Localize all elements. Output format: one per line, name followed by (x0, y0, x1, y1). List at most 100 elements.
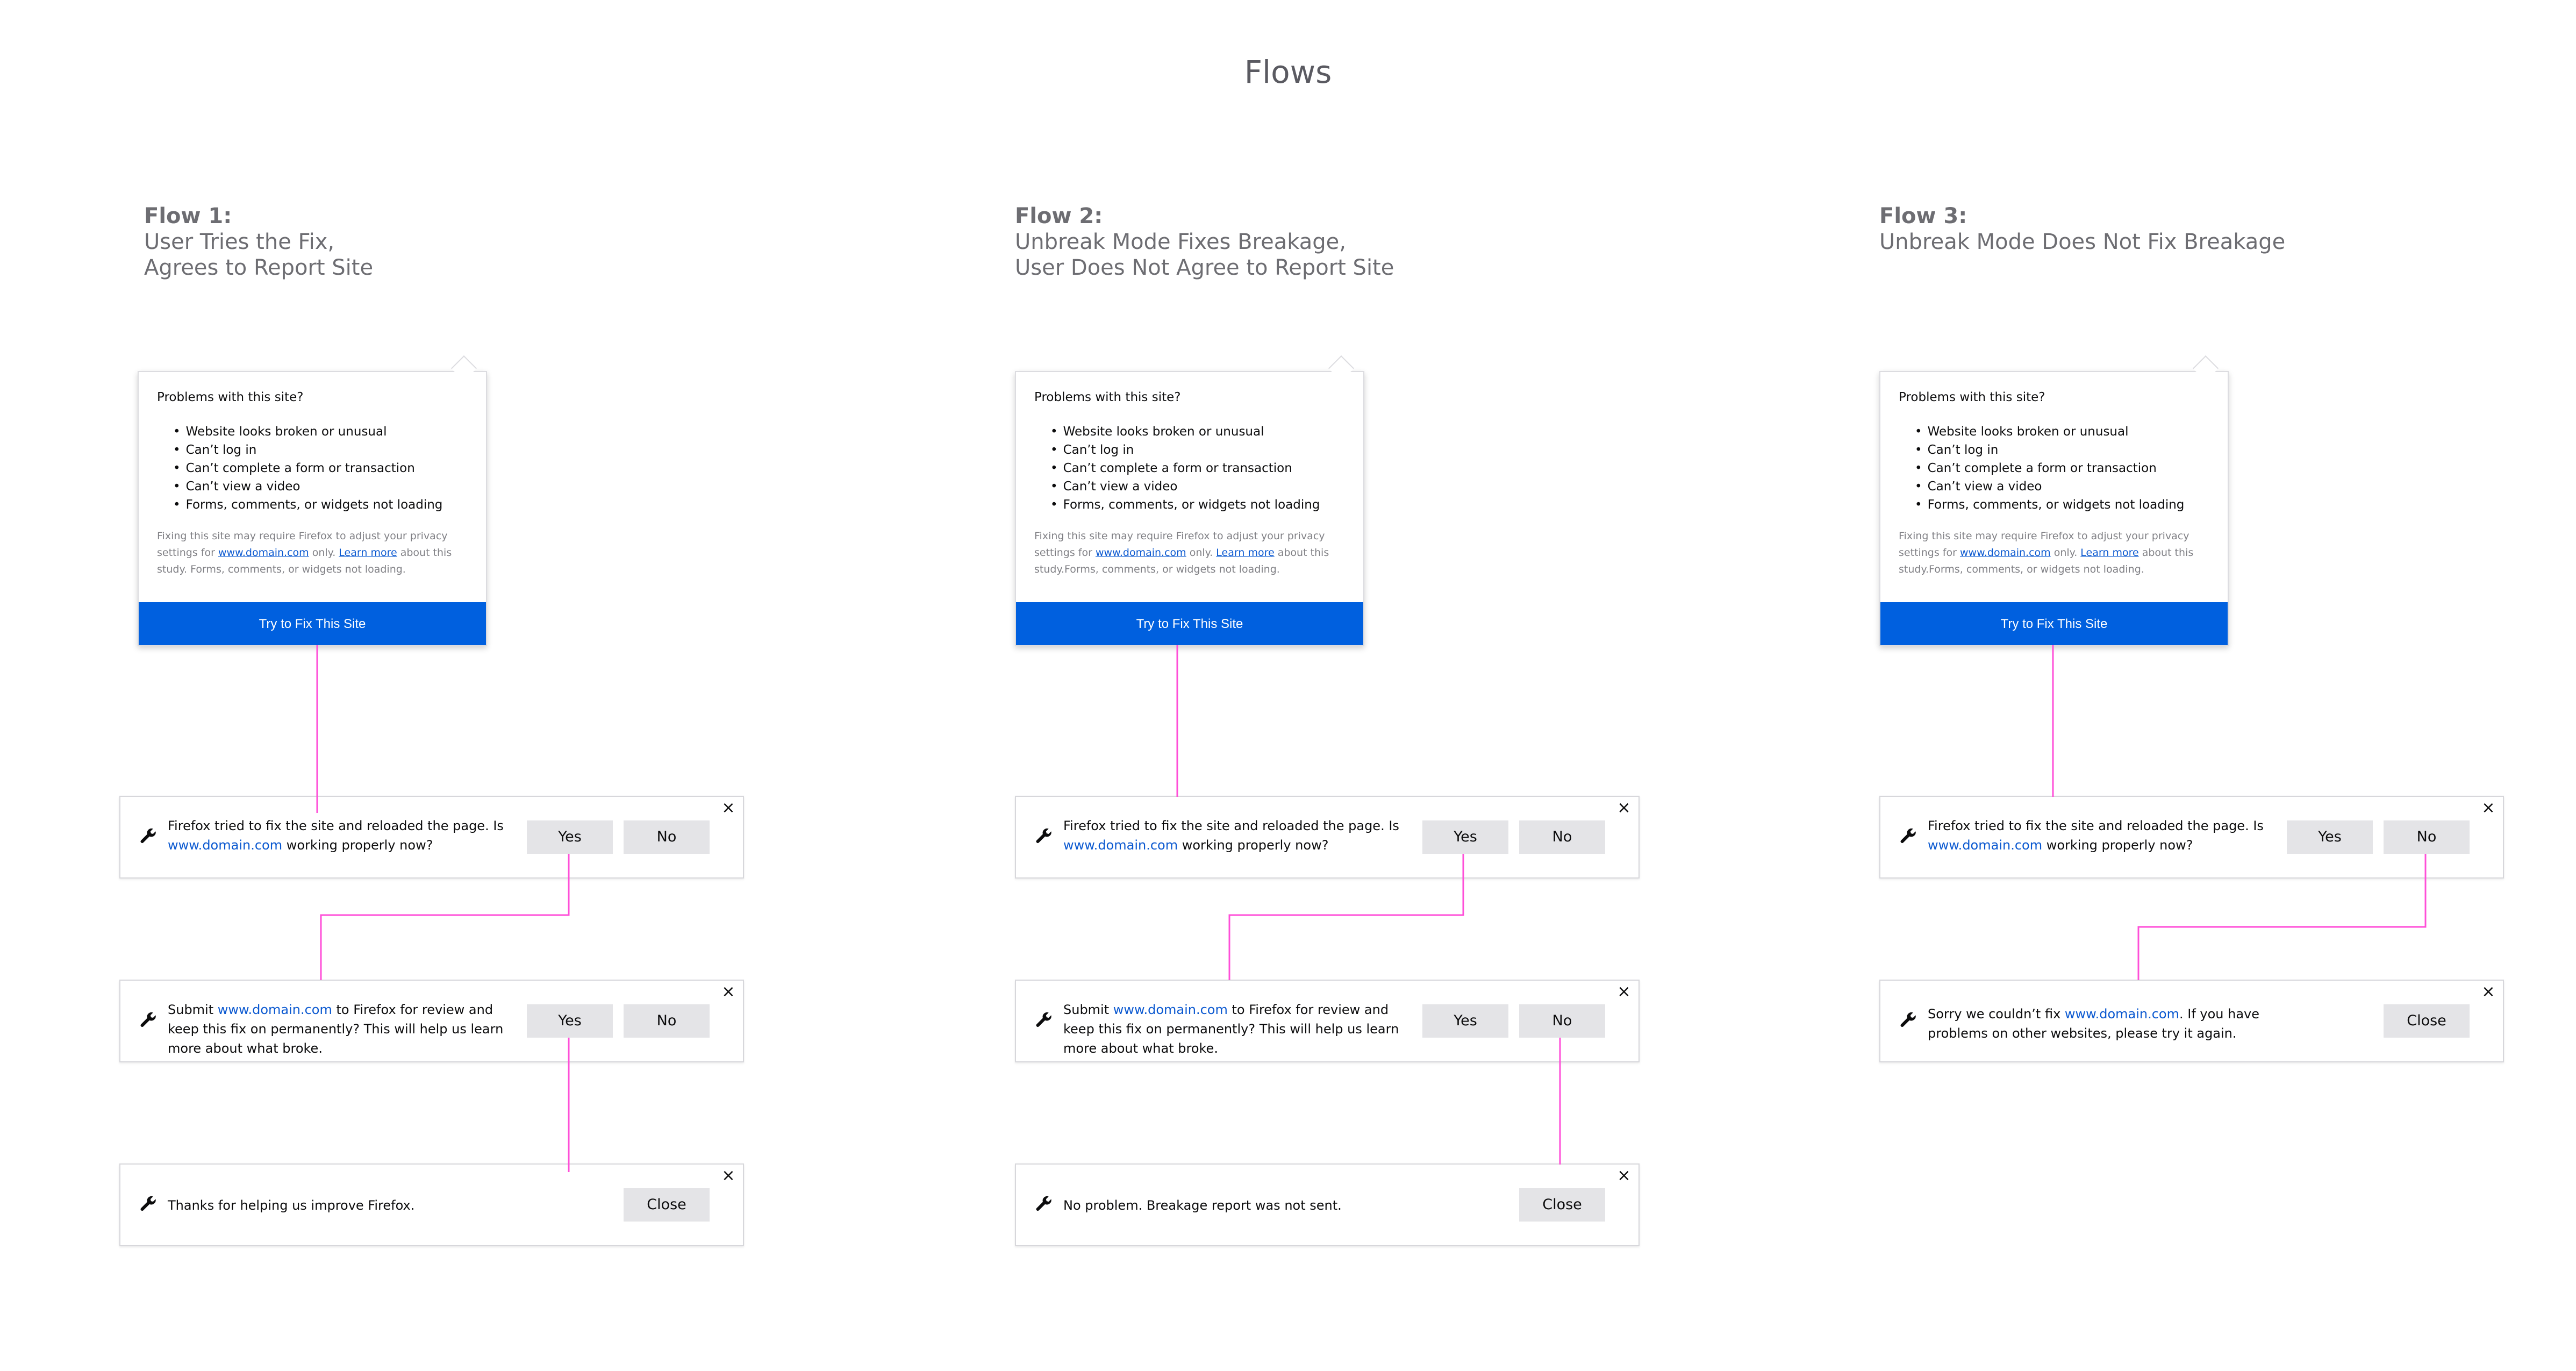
submit-report-bar: Submit www.domain.com to Firefox for rev… (1015, 980, 1640, 1062)
try-to-fix-button[interactable]: Try to Fix This Site (1016, 602, 1363, 645)
domain-link[interactable]: www.domain.com (1113, 1002, 1228, 1017)
privacy-note-text: Forms, comments, or widgets not loading. (1064, 563, 1280, 575)
close-icon[interactable]: × (2481, 798, 2495, 817)
submit-question: Submit www.domain.com to Firefox for rev… (168, 1000, 517, 1058)
fix-question-text: working properly now? (2042, 838, 2193, 853)
yes-button[interactable]: Yes (1422, 1004, 1508, 1038)
close-icon[interactable]: × (721, 1166, 735, 1185)
flow-1: Flow 1: User Tries the Fix, Agrees to Re… (119, 0, 818, 1371)
privacy-note-text: about this study. (1899, 547, 2194, 575)
doorhanger-question: Problems with this site? (1034, 390, 1181, 404)
domain-link[interactable]: www.domain.com (218, 547, 309, 559)
privacy-note-text: Forms, comments, or widgets not loading. (1929, 563, 2144, 575)
yes-button[interactable]: Yes (527, 1004, 613, 1038)
domain-link[interactable]: www.domain.com (1063, 838, 1178, 853)
privacy-note: Fixing this site may require Firefox to … (157, 528, 468, 578)
flow-3: Flow 3: Unbreak Mode Does Not Fix Breaka… (1879, 0, 2576, 1371)
yes-button[interactable]: Yes (1422, 820, 1508, 854)
problem-item: Can’t complete a form or transaction (1915, 459, 2209, 477)
sorry-message-text: Sorry we couldn’t fix (1928, 1006, 2065, 1022)
no-button[interactable]: No (1519, 820, 1605, 854)
problem-item: Website looks broken or unusual (173, 423, 468, 441)
flow-2-label: Flow 2: (1015, 204, 1103, 228)
no-problem-bar: No problem. Breakage report was not sent… (1015, 1163, 1640, 1246)
sorry-message: Sorry we couldn’t fix www.domain.com. If… (1928, 1004, 2277, 1043)
problem-item: Forms, comments, or widgets not loading (1050, 496, 1345, 514)
flow-1-title-line-2: Agrees to Report Site (144, 255, 374, 280)
wrench-icon (1036, 828, 1051, 843)
no-button[interactable]: No (624, 1004, 710, 1038)
close-icon[interactable]: × (1617, 798, 1631, 817)
try-to-fix-button[interactable]: Try to Fix This Site (139, 602, 486, 645)
flow-3-label: Flow 3: (1879, 204, 1967, 228)
page-title: Flows (1244, 54, 1332, 90)
fix-feedback-bar: Firefox tried to fix the site and reload… (1015, 796, 1640, 879)
submit-question-text: Submit (1063, 1002, 1113, 1017)
problem-list: Website looks broken or unusual Can’t lo… (173, 423, 468, 514)
flow-2-title-line-1: Unbreak Mode Fixes Breakage, (1015, 230, 1346, 254)
close-icon[interactable]: × (2481, 982, 2495, 1001)
privacy-note-text: Forms, comments, or widgets not loading. (190, 563, 406, 575)
close-button[interactable]: Close (2384, 1004, 2470, 1038)
wrench-icon (1036, 1012, 1051, 1027)
domain-link[interactable]: www.domain.com (168, 838, 283, 853)
fix-question: Firefox tried to fix the site and reload… (1063, 816, 1413, 855)
close-icon[interactable]: × (1617, 1166, 1631, 1185)
domain-link[interactable]: www.domain.com (217, 1002, 332, 1017)
flow-2-heading: Flow 2: Unbreak Mode Fixes Breakage, Use… (1015, 203, 1394, 281)
problem-list: Website looks broken or unusual Can’t lo… (1050, 423, 1345, 514)
flow-2: Flow 2: Unbreak Mode Fixes Breakage, Use… (1015, 0, 1714, 1371)
privacy-note-text: about this study. (157, 547, 452, 575)
fix-question: Firefox tried to fix the site and reload… (1928, 816, 2277, 855)
no-button[interactable]: No (1519, 1004, 1605, 1038)
yes-button[interactable]: Yes (527, 820, 613, 854)
fix-question-text: working properly now? (1178, 838, 1329, 853)
flow-1-title-line-1: User Tries the Fix, (144, 230, 335, 254)
wrench-icon (1036, 1196, 1051, 1211)
try-to-fix-button[interactable]: Try to Fix This Site (1880, 602, 2228, 645)
wrench-icon (140, 1196, 156, 1211)
close-icon[interactable]: × (1617, 982, 1631, 1001)
submit-question-text: to Firefox for review and keep this fix … (1063, 1002, 1399, 1056)
wrench-icon (140, 1012, 156, 1027)
no-problem-message: No problem. Breakage report was not sent… (1063, 1198, 1342, 1213)
no-button[interactable]: No (2384, 820, 2470, 854)
domain-link[interactable]: www.domain.com (2064, 1006, 2179, 1022)
sorry-message-text: . If you have problems on other websites… (1928, 1006, 2260, 1041)
fix-question-text: Firefox tried to fix the site and reload… (1928, 818, 2264, 833)
learn-more-link[interactable]: Learn more (2080, 547, 2139, 559)
wrench-icon (1900, 1012, 1916, 1027)
problem-item: Can’t view a video (1915, 477, 2209, 496)
privacy-note-text: Fixing this site may require Firefox to … (157, 530, 448, 559)
privacy-note-text: only. (309, 547, 339, 559)
sorry-bar: Sorry we couldn’t fix www.domain.com. If… (1879, 980, 2504, 1062)
fix-question: Firefox tried to fix the site and reload… (168, 816, 517, 855)
problem-item: Can’t complete a form or transaction (173, 459, 468, 477)
learn-more-link[interactable]: Learn more (339, 547, 397, 559)
submit-question-text: Submit (168, 1002, 218, 1017)
no-button[interactable]: No (624, 820, 710, 854)
close-button[interactable]: Close (1519, 1188, 1605, 1222)
problem-item: Forms, comments, or widgets not loading (173, 496, 468, 514)
doorhanger-question: Problems with this site? (1899, 390, 2045, 404)
problem-item: Can’t complete a form or transaction (1050, 459, 1345, 477)
learn-more-link[interactable]: Learn more (1216, 547, 1275, 559)
yes-button[interactable]: Yes (2287, 820, 2373, 854)
problem-item: Website looks broken or unusual (1915, 423, 2209, 441)
close-button[interactable]: Close (624, 1188, 710, 1222)
fix-question-text: Firefox tried to fix the site and reload… (1063, 818, 1399, 833)
domain-link[interactable]: www.domain.com (1959, 547, 2051, 559)
domain-link[interactable]: www.domain.com (1095, 547, 1186, 559)
privacy-note-text: about this study. (1034, 547, 1329, 575)
privacy-note-text: only. (1186, 547, 1217, 559)
flow-2-title-line-2: User Does Not Agree to Report Site (1015, 255, 1394, 280)
fix-feedback-bar: Firefox tried to fix the site and reload… (119, 796, 744, 879)
flow-1-label: Flow 1: (144, 204, 232, 228)
domain-link[interactable]: www.domain.com (1928, 838, 2043, 853)
privacy-note: Fixing this site may require Firefox to … (1899, 528, 2209, 578)
close-icon[interactable]: × (721, 982, 735, 1001)
problem-item: Can’t log in (1050, 441, 1345, 459)
fix-question-text: working properly now? (282, 838, 433, 853)
doorhanger-panel: Problems with this site? Website looks b… (1879, 355, 2229, 646)
close-icon[interactable]: × (721, 798, 735, 817)
